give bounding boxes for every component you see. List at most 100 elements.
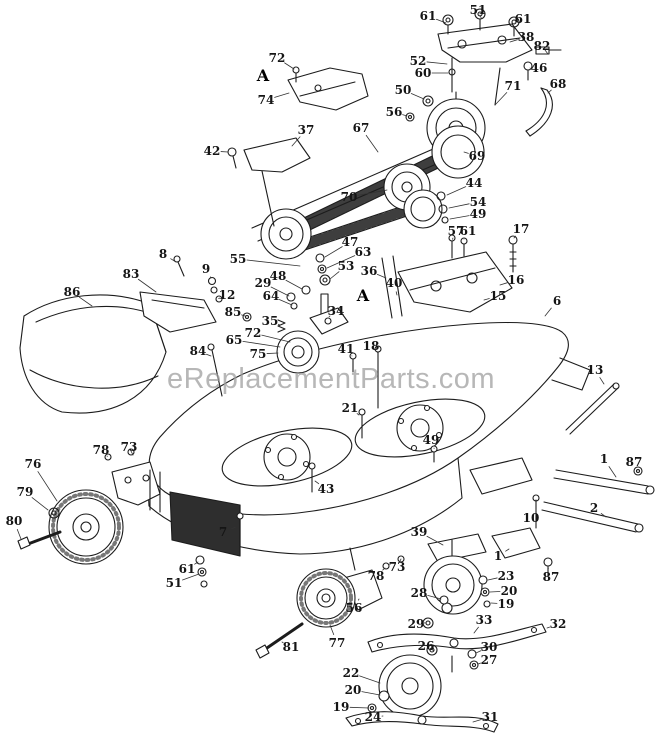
view-label: A <box>356 286 370 305</box>
part-callout-38: 38 <box>517 30 535 44</box>
part-callout-64: 64 <box>262 289 280 303</box>
part-callout-9: 9 <box>201 262 211 276</box>
part-callout-72: 72 <box>268 51 286 65</box>
part-callout-34: 34 <box>327 304 345 318</box>
mounting-plate <box>381 191 518 319</box>
part-callout-52: 52 <box>409 54 427 68</box>
front-wheel-assembly <box>255 547 405 659</box>
spindle-recesses <box>221 398 486 487</box>
part-callout-51: 51 <box>469 3 487 17</box>
part-callout-83: 83 <box>122 267 140 281</box>
part-callout-6: 6 <box>552 294 562 308</box>
part-callout-20: 20 <box>344 683 362 697</box>
part-callout-43: 43 <box>317 482 335 496</box>
part-callout-81: 81 <box>282 640 300 654</box>
part-callout-7: 7 <box>218 525 228 539</box>
part-callout-56: 56 <box>345 601 363 615</box>
part-callout-71: 71 <box>504 79 522 93</box>
part-callout-24: 24 <box>364 710 382 724</box>
part-callout-26: 26 <box>417 639 435 653</box>
part-callout-35: 35 <box>261 314 279 328</box>
part-callout-28: 28 <box>410 586 428 600</box>
part-callout-36: 36 <box>360 264 378 278</box>
part-callout-21: 21 <box>341 401 359 415</box>
top-bracket-assembly <box>437 8 562 106</box>
part-callout-63: 63 <box>354 245 372 259</box>
part-callout-17: 17 <box>512 222 530 236</box>
lower-spindle-assembly <box>422 533 491 629</box>
part-callout-16: 16 <box>507 273 525 287</box>
part-callout-55: 55 <box>229 252 247 266</box>
part-callout-73: 73 <box>120 440 138 454</box>
part-callout-49: 49 <box>469 207 487 221</box>
part-callout-20: 20 <box>500 584 518 598</box>
part-callout-86: 86 <box>63 285 81 299</box>
part-callout-46: 46 <box>530 61 548 75</box>
part-callout-56: 56 <box>385 105 403 119</box>
part-callout-31: 31 <box>481 710 499 724</box>
part-callout-70: 70 <box>340 190 358 204</box>
part-callout-22: 22 <box>342 666 360 680</box>
part-callout-61: 61 <box>459 224 477 238</box>
part-callout-41: 41 <box>337 342 355 356</box>
part-callout-68: 68 <box>549 77 567 91</box>
part-callout-15: 15 <box>489 289 507 303</box>
part-callout-85: 85 <box>224 305 242 319</box>
part-callout-54: 54 <box>469 195 487 209</box>
part-callout-44: 44 <box>465 176 483 190</box>
part-callout-61: 61 <box>514 12 532 26</box>
part-callout-23: 23 <box>497 569 515 583</box>
part-callout-18: 18 <box>362 339 380 353</box>
part-callout-42: 42 <box>203 144 221 158</box>
part-callout-72: 72 <box>244 326 262 340</box>
left-wheel-assembly <box>17 448 161 565</box>
part-callout-8: 8 <box>158 247 168 261</box>
part-callout-69: 69 <box>468 149 486 163</box>
part-callout-1: 1 <box>493 549 503 563</box>
part-callout-53: 53 <box>337 259 355 273</box>
part-callout-51: 51 <box>165 576 183 590</box>
part-callout-84: 84 <box>189 344 207 358</box>
part-callout-61: 61 <box>178 562 196 576</box>
part-callout-65: 65 <box>225 333 243 347</box>
part-callout-19: 19 <box>497 597 515 611</box>
part-callout-57: 57 <box>447 224 465 238</box>
lower-blade <box>345 711 499 733</box>
part-callout-67: 67 <box>352 121 370 135</box>
part-callout-30: 30 <box>480 640 498 654</box>
part-callout-27: 27 <box>480 653 498 667</box>
part-callout-48: 48 <box>269 269 287 283</box>
part-callout-49: 49 <box>422 433 440 447</box>
part-callout-10: 10 <box>522 511 540 525</box>
part-callout-37: 37 <box>297 123 315 137</box>
part-callout-33: 33 <box>475 613 493 627</box>
upper-blade <box>367 623 547 673</box>
part-callout-87: 87 <box>625 455 643 469</box>
part-callout-2: 2 <box>589 501 599 515</box>
upper-left-bracket <box>287 66 369 111</box>
part-callout-82: 82 <box>533 39 551 53</box>
right-linkage <box>469 382 655 577</box>
part-callout-50: 50 <box>394 83 412 97</box>
part-callout-12: 12 <box>218 288 236 302</box>
part-callout-47: 47 <box>341 235 359 249</box>
part-callout-78: 78 <box>92 443 110 457</box>
part-callout-39: 39 <box>410 525 428 539</box>
part-callout-1: 1 <box>599 452 609 466</box>
view-label: A <box>256 66 270 85</box>
deflector-bracket <box>139 255 252 333</box>
part-callout-40: 40 <box>385 276 403 290</box>
handle-rod <box>525 87 553 137</box>
part-callout-29: 29 <box>254 276 272 290</box>
part-callout-13: 13 <box>586 363 604 377</box>
part-callout-32: 32 <box>549 617 567 631</box>
part-callout-60: 60 <box>414 66 432 80</box>
part-callout-75: 75 <box>249 347 267 361</box>
part-callout-61: 61 <box>419 9 437 23</box>
part-callout-78: 78 <box>367 569 385 583</box>
part-callout-74: 74 <box>257 93 275 107</box>
chute-deflector <box>19 294 167 414</box>
